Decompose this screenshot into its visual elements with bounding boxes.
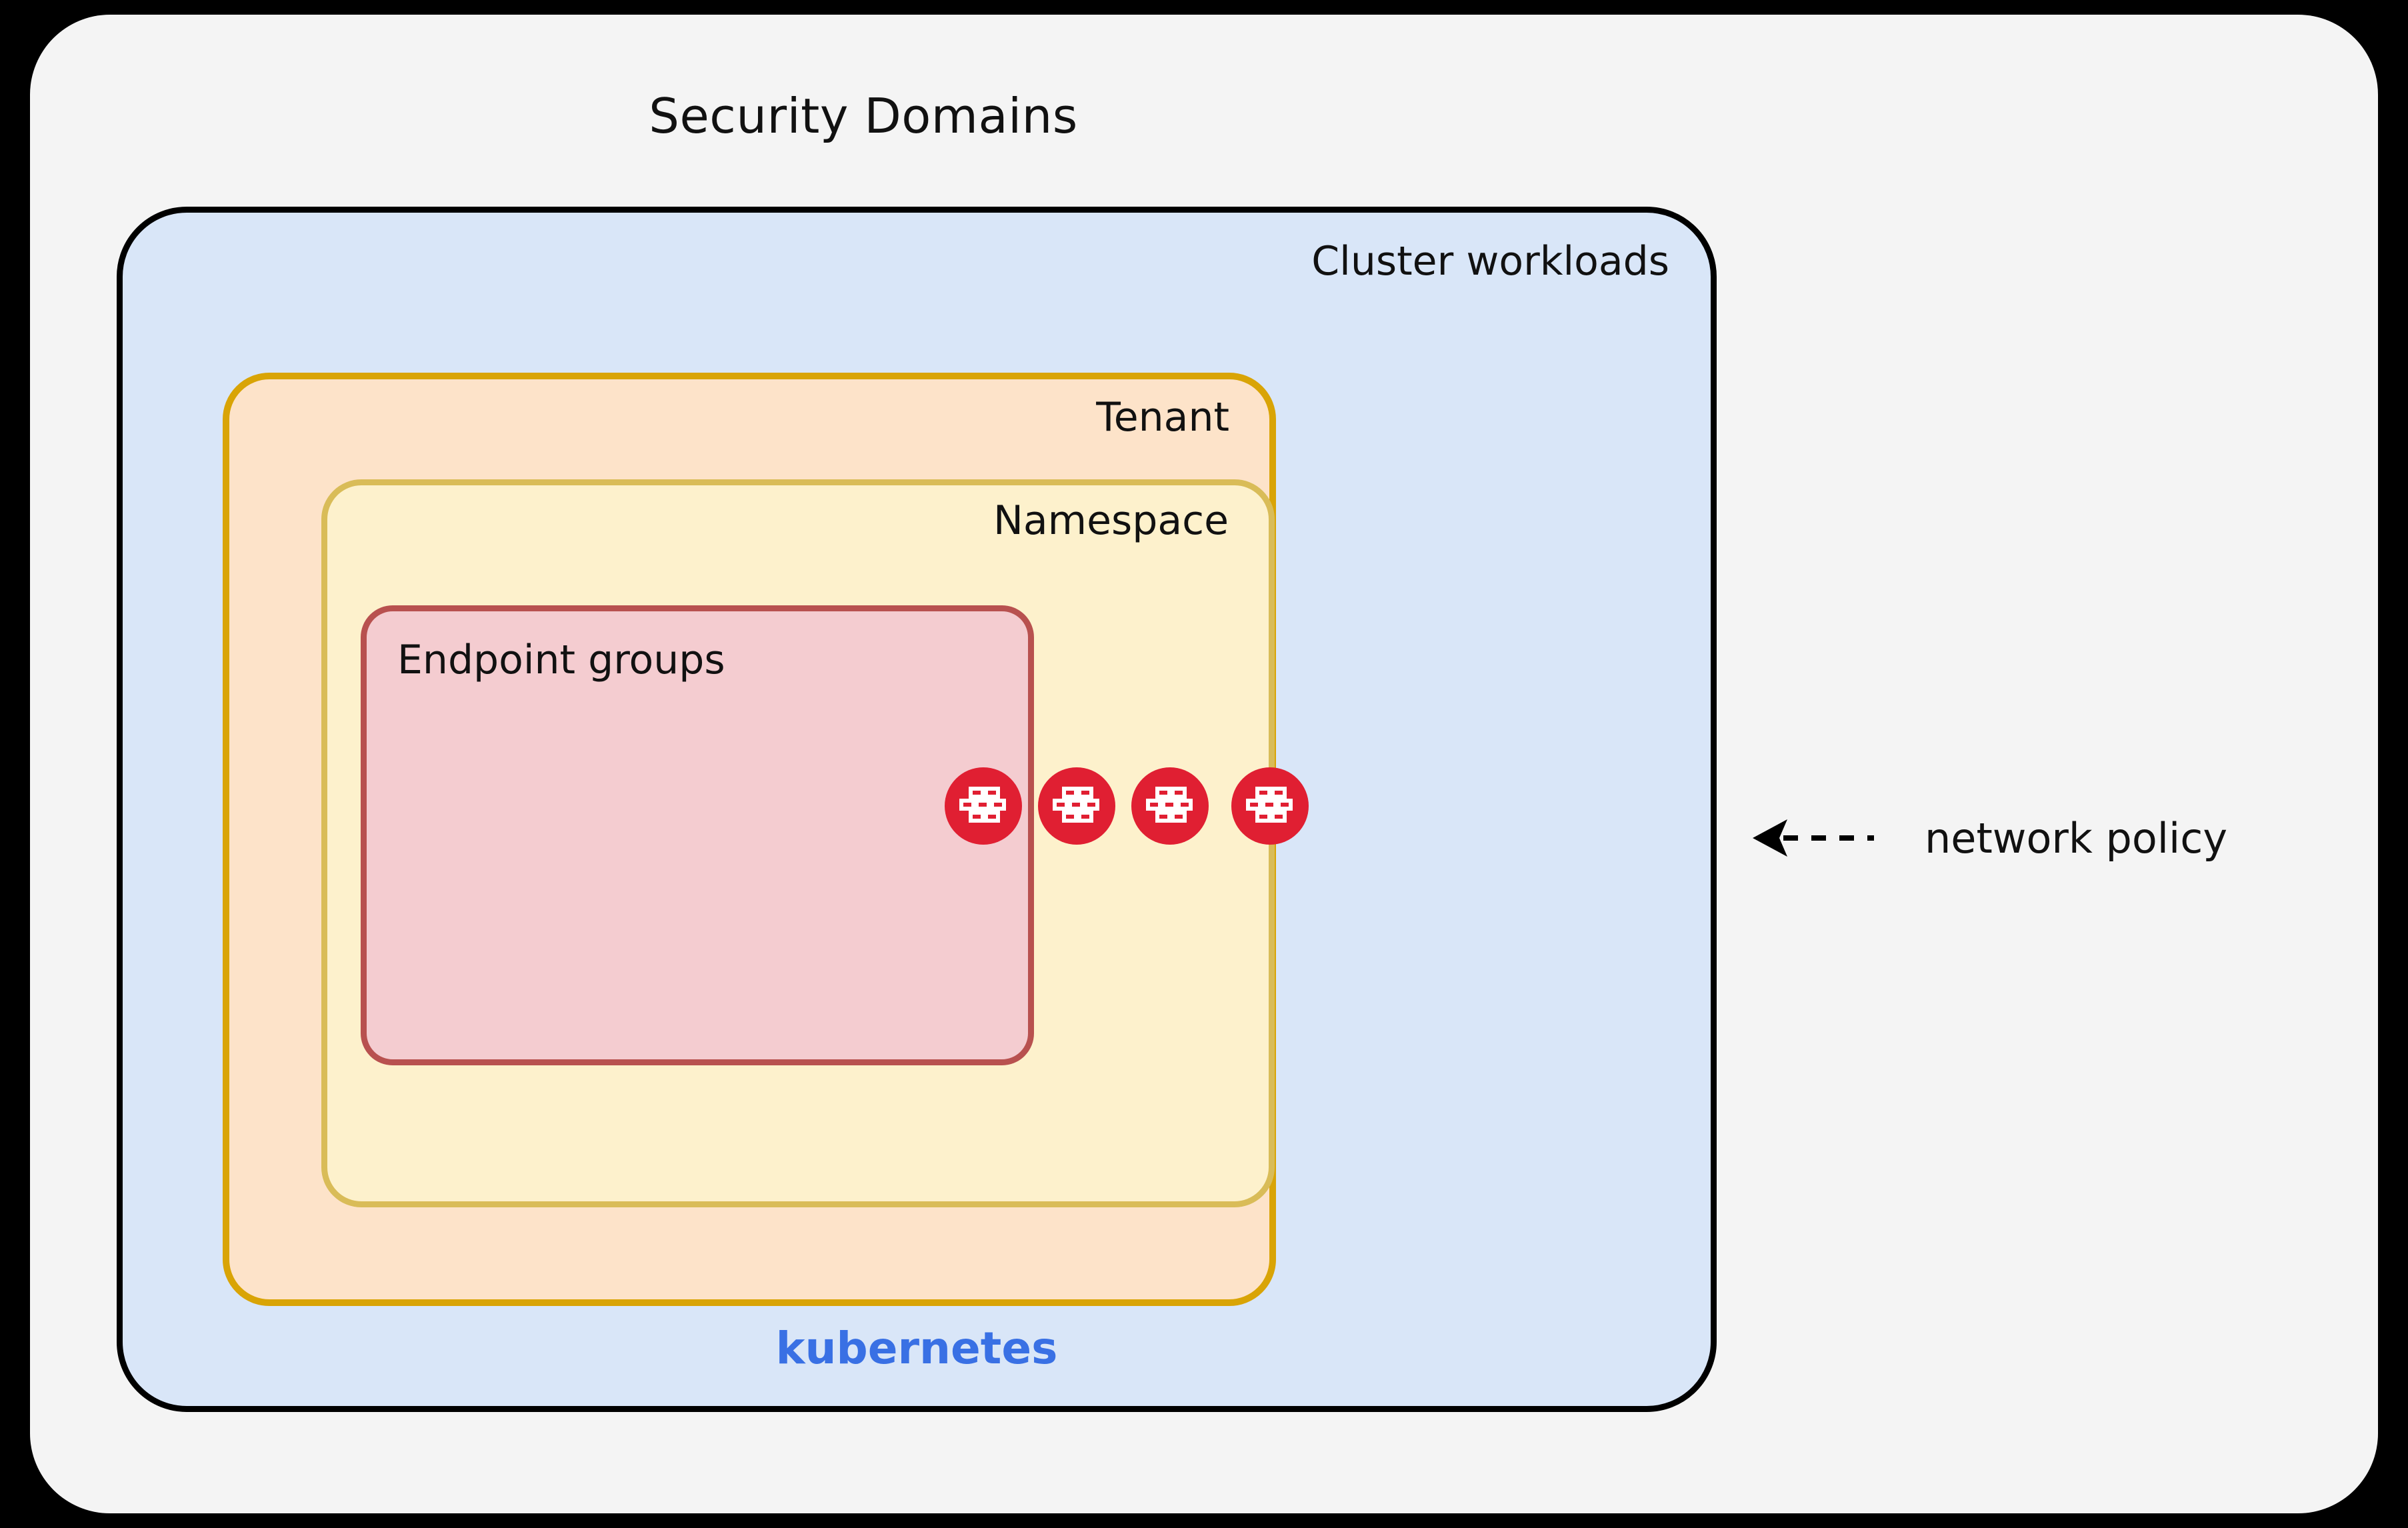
- diagram-canvas: Security Domains Cluster workloads Tenan…: [30, 15, 2378, 1513]
- cluster-workloads-box: Cluster workloads Tenant Namespace Endpo…: [117, 207, 1717, 1412]
- firewall-icon-namespace[interactable]: [1038, 767, 1115, 845]
- kubernetes-brand-label: kubernetes: [775, 1323, 1058, 1374]
- page-title: Security Domains: [649, 88, 1078, 144]
- network-policy-annotation: network policy: [1750, 795, 2227, 881]
- endpoint-groups-box: Endpoint groups: [361, 605, 1034, 1065]
- tenant-label: Tenant: [1096, 394, 1229, 441]
- endpoint-groups-label: Endpoint groups: [397, 637, 725, 683]
- network-policy-label: network policy: [1925, 813, 2228, 863]
- namespace-box: Namespace Endpoint groups: [321, 479, 1275, 1207]
- cluster-workloads-label: Cluster workloads: [1311, 238, 1669, 285]
- firewall-icon-endpoint-groups[interactable]: [945, 767, 1022, 845]
- namespace-label: Namespace: [993, 497, 1229, 544]
- firewall-icon-tenant[interactable]: [1131, 767, 1209, 845]
- dashed-left-arrow-icon: [1753, 819, 1874, 857]
- firewall-icon-cluster-workloads[interactable]: [1231, 767, 1309, 845]
- tenant-box: Tenant Namespace Endpoint groups: [223, 373, 1276, 1306]
